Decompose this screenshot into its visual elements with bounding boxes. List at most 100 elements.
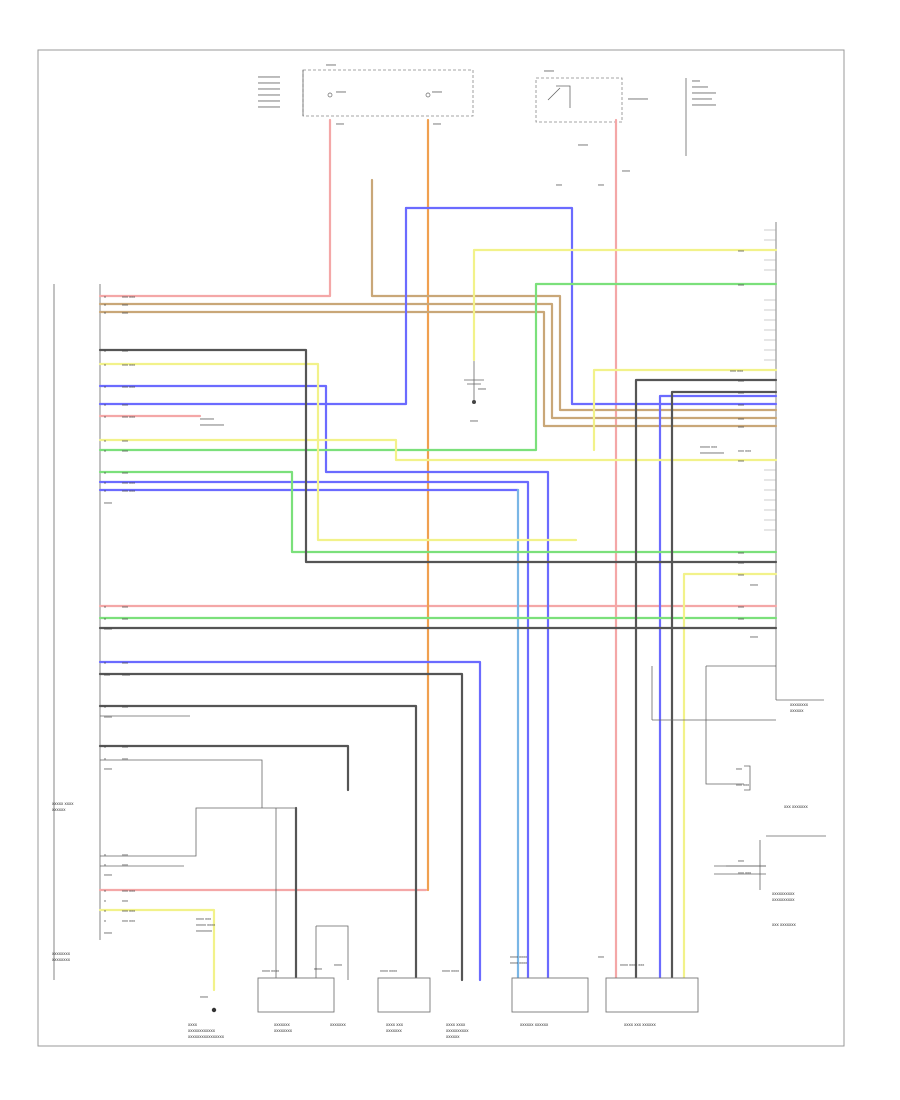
svg-text:xxxxxxxxxx: xxxxxxxxxx — [446, 1028, 469, 1033]
svg-text:xxx: xxx — [122, 604, 128, 609]
svg-text:xxx: xxx — [122, 470, 128, 475]
svg-text:x: x — [104, 402, 106, 407]
relay-top-right: xxxxx xxxxxxxxxx xxxx xxxxxxxx xxxxxxxxx… — [535, 68, 716, 187]
svg-text:xxxxxxxxxx: xxxxxxxxxx — [772, 897, 795, 902]
svg-text:xxx: xxx — [122, 704, 128, 709]
svg-text:xxxx: xxxx — [122, 672, 130, 677]
svg-text:x: x — [104, 310, 106, 315]
wire-yellow-1 — [472, 248, 778, 362]
svg-text:xxx: xxx — [122, 402, 128, 407]
svg-text:x: x — [104, 898, 106, 903]
antenna-components: xxxxxxxxxx xxxxxxxxxx xxx xxxxxxx — [705, 665, 826, 927]
wire-green-2 — [98, 470, 778, 554]
svg-text:xxx: xxx — [598, 954, 604, 959]
wire-blue-6 — [658, 394, 778, 982]
svg-text:xxx xxx: xxx xxx — [122, 488, 135, 493]
wire-group-blue — [98, 206, 778, 982]
svg-text:xxxxxxxx: xxxxxxxx — [274, 1028, 293, 1033]
component-box-1: xxxx xxxx xxxxxxx xxxxxxxx — [257, 968, 335, 1033]
bottom-components: xxxx xxxx xxxxxxx xxxxxxxx xxxx xxxx xxx… — [188, 954, 699, 1039]
svg-text:xxxxx xxxx: xxxxx xxxx — [196, 922, 215, 927]
wire-group-lightgray — [100, 666, 776, 980]
svg-text:xxxxxx xxxxxx: xxxxxx xxxxxx — [520, 1022, 549, 1027]
svg-text:xxxx xxxx: xxxx xxxx — [510, 960, 527, 965]
right-module: xxxxxxxx xxxxxx xxx xxxxxxx — [764, 222, 824, 809]
svg-text:x: x — [104, 414, 106, 419]
svg-text:xxxx: xxxx — [433, 121, 441, 126]
svg-text:xxx: xxx — [122, 616, 128, 621]
svg-text:xxxxxxxxxxxx: xxxxxxxxxxxx — [200, 422, 224, 427]
wire-blue-2 — [98, 206, 408, 406]
svg-text:xxxxxxxx: xxxxxxxx — [196, 928, 212, 933]
svg-text:xxxxxxxxxxxxxxxx: xxxxxxxxxxxxxxxx — [188, 1034, 225, 1039]
svg-text:xxxxxxxxxx: xxxxxxxxxx — [772, 891, 795, 896]
svg-text:xxx: xxx — [122, 438, 128, 443]
svg-text:xxx: xxx — [736, 766, 742, 771]
component-box-4: xxxx xxxx xxxx xxxx xxxxxxxxxx xxxxxx — [442, 968, 469, 1039]
wire-gray-8 — [670, 390, 778, 982]
svg-text:xxx: xxx — [738, 550, 744, 555]
svg-text:xxxxx: xxxxx — [432, 89, 442, 94]
svg-text:xxxxxxxxxxx: xxxxxxxxxxx — [258, 98, 280, 103]
svg-text:xxxx: xxxx — [750, 582, 758, 587]
svg-text:xxxx: xxxx — [104, 626, 112, 631]
svg-text:x: x — [104, 438, 106, 443]
svg-text:x: x — [104, 604, 106, 609]
wire-blue-3 — [98, 384, 550, 982]
wire-gray-2 — [98, 672, 464, 982]
component-box-6: xxx xxxx xxxx xxx xxxx xxx xxxxxx — [598, 954, 699, 1027]
svg-text:x: x — [104, 756, 106, 761]
svg-text:x: x — [104, 294, 106, 299]
svg-text:xxxxxx: xxxxxx — [790, 708, 804, 713]
ground-center: xxxx xxxx — [464, 360, 486, 423]
svg-text:xxxx xxx: xxxx xxx — [196, 916, 211, 921]
svg-text:xxxx: xxxx — [104, 714, 112, 719]
svg-text:xxxxxxxxxxxx: xxxxxxxxxxxx — [700, 450, 724, 455]
svg-text:xxxx: xxxx — [470, 418, 478, 423]
svg-text:xxxxxxx: xxxxxxx — [274, 1022, 291, 1027]
svg-text:xxxx: xxxx — [188, 1022, 198, 1027]
svg-text:xxx: xxx — [556, 182, 562, 187]
svg-text:xxxxxxxxxxx: xxxxxxxxxxx — [258, 80, 280, 85]
wire-gray-4 — [98, 744, 350, 792]
svg-text:xxxxxxxx: xxxxxxxx — [790, 702, 809, 707]
svg-text:xxx: xxx — [738, 560, 744, 565]
svg-text:xxx: xxx — [738, 424, 744, 429]
svg-text:xxx: xxx — [738, 390, 744, 395]
svg-text:xxx xxx: xxx xxx — [122, 294, 135, 299]
svg-text:xxxxxxxxxxx: xxxxxxxxxxx — [258, 74, 280, 79]
svg-text:xxx: xxx — [104, 672, 110, 677]
svg-text:xxx: xxx — [122, 302, 128, 307]
svg-text:x: x — [104, 348, 106, 353]
svg-text:xxx xxxxxxx: xxx xxxxxxx — [784, 804, 809, 809]
svg-text:xxxx xxxx: xxxx xxxx — [446, 1022, 466, 1027]
left-module: xxxxx xxxx xxxxxx xxxxxxxx xxxxxxxx — [52, 284, 101, 980]
svg-text:xxxxxxx: xxxxxxx — [330, 1022, 347, 1027]
svg-text:xxx: xxx — [738, 416, 744, 421]
svg-text:x: x — [104, 302, 106, 307]
svg-text:x: x — [104, 470, 106, 475]
svg-text:xxx: xxx — [122, 744, 128, 749]
wire-group-red — [98, 118, 778, 982]
wire-yellow-5 — [682, 572, 778, 982]
wire-blue-5 — [98, 660, 482, 982]
svg-text:xxx xxx: xxx xxx — [122, 362, 135, 367]
wire-brown-1 — [370, 178, 778, 412]
svg-text:xxxxxxxx: xxxxxxxx — [692, 84, 708, 89]
svg-text:x: x — [104, 852, 106, 857]
svg-text:xxxxx: xxxxx — [544, 68, 554, 73]
wire-group-gray — [98, 348, 778, 982]
svg-text:xxxx xxxx: xxxx xxxx — [380, 968, 397, 973]
svg-text:xxx xxx: xxx xxx — [122, 414, 135, 419]
wire-yellow-3 — [98, 362, 578, 542]
svg-text:xxxxxx: xxxxxx — [446, 1034, 460, 1039]
svg-text:x: x — [104, 908, 106, 913]
svg-text:x: x — [104, 744, 106, 749]
svg-text:xxxx: xxxx — [200, 994, 208, 999]
svg-text:xxxxxxx: xxxxxxx — [386, 1028, 403, 1033]
svg-text:xxx: xxx — [122, 448, 128, 453]
wire-green-1 — [98, 282, 778, 452]
wire-gray-3 — [98, 704, 418, 982]
svg-text:xxx: xxx — [122, 348, 128, 353]
